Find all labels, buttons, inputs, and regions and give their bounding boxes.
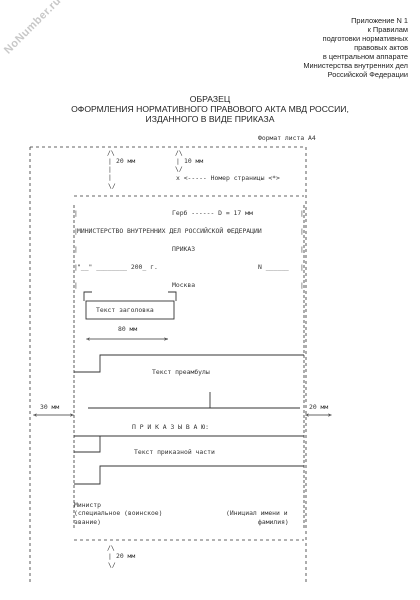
sign-rank-line-1: (специальное (воинское) — [74, 509, 163, 517]
right-margin-arrowhead: > — [328, 411, 332, 419]
document-title: ОБРАЗЕЦ ОФОРМЛЕНИЯ НОРМАТИВНОГО ПРАВОВОГ… — [0, 94, 420, 124]
heading-corner-right — [168, 291, 177, 301]
city: Москва — [172, 281, 196, 289]
text-area-bar: | — [300, 209, 304, 217]
header-line: подготовки нормативных — [322, 34, 408, 43]
text-area-bar: | — [74, 209, 78, 217]
heading-text: Текст заголовка — [96, 306, 154, 314]
text-area-bar: | — [300, 281, 304, 289]
bottom-margin-arrow-up: /\ — [107, 544, 115, 552]
text-area-bar: | — [74, 227, 78, 235]
order-step-line — [74, 436, 101, 453]
heading-width-value: 80 мм — [118, 325, 138, 333]
order-text: Текст приказной части — [134, 448, 215, 456]
left-margin-arrowhead: > — [70, 411, 74, 419]
sheet-format-label: Формат листа А4 — [258, 134, 316, 142]
preamble-bottom-line — [88, 392, 211, 409]
top-margin-bar: | — [108, 157, 112, 165]
doc-type: ПРИКАЗ — [172, 245, 196, 253]
header-line: к Правилам — [367, 25, 408, 34]
text-area-bar: | — [74, 245, 78, 253]
top-margin-arrow-up: /\ — [107, 149, 115, 157]
sign-name-line-1: (Инициал имени и — [226, 509, 288, 517]
order-text-line — [74, 465, 304, 485]
left-margin-value: 30 мм — [40, 403, 60, 411]
heading-arrow-right: > — [164, 335, 168, 343]
top-margin-bar-3: | — [108, 173, 112, 181]
bottom-margin-arrow-down: \/ — [108, 561, 116, 569]
preamble-top-line — [74, 354, 304, 373]
header-line: Российской Федерации — [327, 70, 408, 79]
sign-rank-line-2: звание) — [74, 518, 101, 526]
text-area-bar: | — [300, 263, 304, 271]
title-line: ИЗДАННОГО В ВИДЕ ПРИКАЗА — [145, 114, 275, 124]
heading-box — [85, 300, 175, 320]
number-field: N ______ — [258, 263, 289, 271]
page-num-arrow-down: \/ — [175, 165, 183, 173]
heading-arrow-left: < — [86, 335, 90, 343]
left-margin-arrowhead: < — [33, 411, 37, 419]
top-margin-value: 20 мм — [116, 157, 136, 165]
page-num-arrow-up: /\ — [175, 149, 183, 157]
preamble-text: Текст преамбулы — [152, 368, 210, 376]
appendix-header: Приложение N 1 к Правилам подготовки нор… — [218, 16, 408, 79]
text-area-bar: | — [74, 263, 78, 271]
sign-name-line-2: фамилия) — [258, 518, 289, 526]
bottom-margin-bar: | — [108, 552, 112, 560]
page-num-margin-value: 10 мм — [184, 157, 204, 165]
page-number-label: x <----- Номер страницы <*> — [176, 174, 280, 182]
right-margin-value: 20 мм — [309, 403, 329, 411]
page-num-bar: | — [176, 157, 180, 165]
order-word: П Р И К А З Ы В А Ю: — [132, 423, 209, 431]
date-field: "__" ________ 200_ г. — [77, 263, 158, 271]
ministry-name: МИНИСТЕРСТВО ВНУТРЕННИХ ДЕЛ РОССИЙСКОЙ Ф… — [77, 227, 262, 235]
top-margin-bar-2: | — [108, 165, 112, 173]
header-line: правовых актов — [354, 43, 408, 52]
header-line: Министерства внутренних дел — [303, 61, 408, 70]
text-area-bar: | — [74, 281, 78, 289]
emblem-label: Герб ------ D = 17 мм — [172, 209, 253, 217]
sign-minister: Министр — [74, 501, 101, 509]
title-line: ОБРАЗЕЦ — [189, 94, 231, 104]
heading-corner-left — [83, 291, 92, 301]
title-line: ОФОРМЛЕНИЯ НОРМАТИВНОГО ПРАВОВОГО АКТА М… — [71, 104, 349, 114]
text-area-bar: | — [300, 227, 304, 235]
right-margin-arrowhead: < — [305, 411, 309, 419]
text-area-bar: | — [300, 245, 304, 253]
bottom-margin-value: 20 мм — [116, 552, 136, 560]
header-line: в центральном аппарате — [322, 52, 408, 61]
top-margin-arrow-down: \/ — [108, 182, 116, 190]
header-line: Приложение N 1 — [351, 16, 408, 25]
